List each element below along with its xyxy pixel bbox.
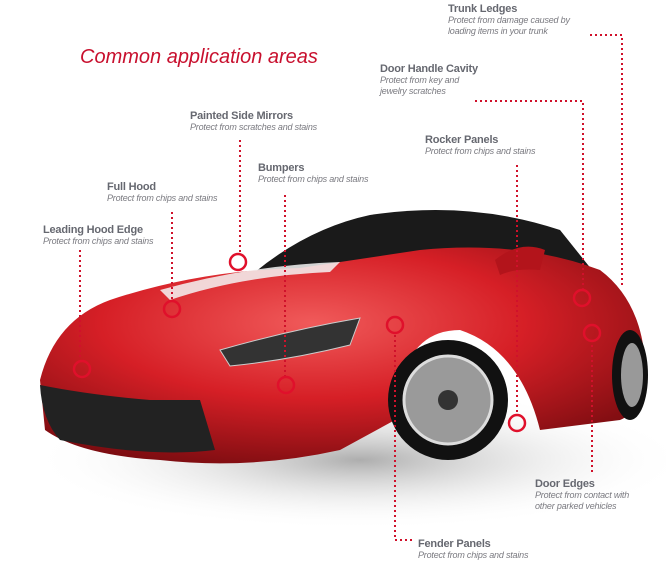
side-mirror	[495, 246, 545, 275]
label-desc: Protect from chips and stains	[425, 146, 536, 156]
label-title: Bumpers	[258, 162, 305, 174]
marker-door-handle	[572, 288, 592, 308]
label-title: Full Hood	[107, 181, 156, 193]
label-desc: loading items in your trunk	[448, 26, 548, 36]
label-desc: Protect from scratches and stains	[190, 122, 317, 132]
front-grille	[40, 385, 215, 453]
area-markers	[72, 252, 602, 433]
marker-rocker-panel	[507, 413, 527, 433]
label-title: Leading Hood Edge	[43, 224, 143, 236]
marker-hood	[162, 299, 182, 319]
label-trunk-ledges: Trunk Ledges Protect from damage caused …	[448, 3, 570, 37]
label-desc: Protect from chips and stains	[258, 174, 369, 184]
label-desc: Protect from key and	[380, 75, 460, 85]
marker-door-edge	[582, 323, 602, 343]
label-title: Door Edges	[535, 478, 595, 490]
label-desc: Protect from damage caused by	[448, 15, 570, 25]
label-bumpers: Bumpers Protect from chips and stains	[258, 162, 368, 185]
label-painted-side-mirrors: Painted Side Mirrors Protect from scratc…	[190, 110, 317, 133]
label-door-handle-cavity: Door Handle Cavity Protect from key and …	[380, 63, 478, 97]
label-fender-panels: Fender Panels Protect from chips and sta…	[418, 538, 528, 561]
label-desc: Protect from contact with	[535, 490, 630, 500]
label-desc: Protect from chips and stains	[43, 236, 154, 246]
marker-side-mirror	[228, 252, 248, 272]
marker-bumper	[276, 375, 296, 395]
label-desc: Protect from chips and stains	[107, 193, 218, 203]
label-desc: other parked vehicles	[535, 501, 617, 511]
label-desc: Protect from chips and stains	[418, 550, 529, 560]
label-leading-hood-edge: Leading Hood Edge Protect from chips and…	[43, 224, 153, 247]
headlight	[219, 317, 361, 367]
label-title: Trunk Ledges	[448, 3, 518, 15]
label-title: Door Handle Cavity	[380, 63, 478, 75]
marker-hood-edge	[72, 359, 92, 379]
leader-lines	[79, 34, 623, 541]
marker-fender	[385, 315, 405, 335]
label-title: Rocker Panels	[425, 134, 499, 146]
label-full-hood: Full Hood Protect from chips and stains	[107, 181, 217, 204]
hood-stripe	[160, 262, 340, 300]
label-desc: jewelry scratches	[380, 86, 446, 96]
page-title: Common application areas	[80, 46, 318, 68]
label-rocker-panels: Rocker Panels Protect from chips and sta…	[425, 134, 535, 157]
label-door-edges: Door Edges Protect from contact with oth…	[535, 478, 629, 512]
label-title: Fender Panels	[418, 538, 491, 550]
label-title: Painted Side Mirrors	[190, 110, 293, 122]
